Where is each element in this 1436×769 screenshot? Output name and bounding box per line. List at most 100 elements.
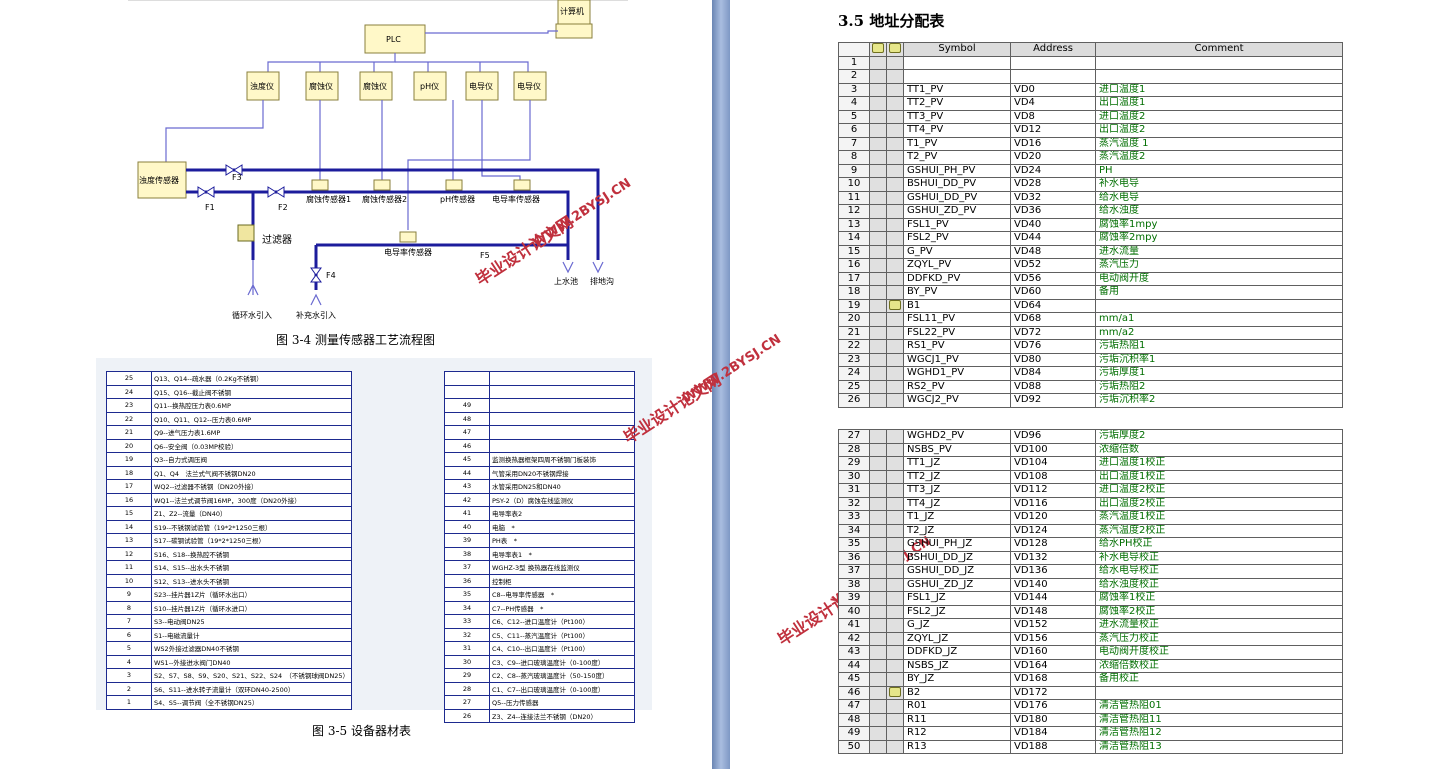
comment-cell[interactable]: 出口温度2: [1095, 123, 1343, 138]
comment-cell[interactable]: 进水流量: [1095, 244, 1343, 259]
comment-cell[interactable]: 进口温度2校正: [1095, 483, 1343, 498]
address-cell[interactable]: VD72: [1010, 325, 1096, 340]
address-cell[interactable]: VD12: [1010, 123, 1096, 138]
symbol-cell[interactable]: G_JZ: [903, 618, 1011, 633]
address-cell[interactable]: VD156: [1010, 631, 1096, 646]
address-cell[interactable]: VD64: [1010, 298, 1096, 313]
symbol-cell[interactable]: BSHUI_DD_JZ: [903, 550, 1011, 565]
comment-cell[interactable]: 备用校正: [1095, 672, 1343, 687]
column-icon-header[interactable]: [886, 42, 904, 57]
comment-cell[interactable]: 出口温度2校正: [1095, 496, 1343, 511]
symbol-cell[interactable]: TT2_PV: [903, 96, 1011, 111]
comment-cell[interactable]: 污垢热阻2: [1095, 379, 1343, 394]
symbol-cell[interactable]: ZQYL_PV: [903, 258, 1011, 273]
address-cell[interactable]: [1010, 55, 1096, 70]
comment-cell[interactable]: 清洁管热阻13: [1095, 739, 1343, 754]
comment-cell[interactable]: [1095, 298, 1343, 313]
symbol-cell[interactable]: T1_PV: [903, 136, 1011, 151]
address-cell[interactable]: VD52: [1010, 258, 1096, 273]
comment-cell[interactable]: 出口温度1校正: [1095, 469, 1343, 484]
comment-cell[interactable]: 清洁管热阻11: [1095, 712, 1343, 727]
comment-cell[interactable]: 腐蚀率2校正: [1095, 604, 1343, 619]
comment-cell[interactable]: 污垢热阻1: [1095, 339, 1343, 354]
comment-cell[interactable]: 蒸汽温度 1: [1095, 136, 1343, 151]
address-cell[interactable]: VD172: [1010, 685, 1096, 700]
symbol-cell[interactable]: TT3_JZ: [903, 483, 1011, 498]
symbol-cell[interactable]: FSL2_JZ: [903, 604, 1011, 619]
comment-cell[interactable]: 污垢沉积率1: [1095, 352, 1343, 367]
address-cell[interactable]: VD36: [1010, 204, 1096, 219]
symbol-cell[interactable]: NSBS_PV: [903, 442, 1011, 457]
address-cell[interactable]: VD116: [1010, 496, 1096, 511]
symbol-cell[interactable]: GSHUI_PH_JZ: [903, 537, 1011, 552]
comment-cell[interactable]: 补水电导校正: [1095, 550, 1343, 565]
comment-cell[interactable]: PH: [1095, 163, 1343, 178]
comment-cell[interactable]: 蒸汽温度1校正: [1095, 510, 1343, 525]
address-cell[interactable]: VD132: [1010, 550, 1096, 565]
symbol-cell[interactable]: T2_PV: [903, 150, 1011, 165]
comment-cell[interactable]: 出口温度1: [1095, 96, 1343, 111]
address-cell[interactable]: VD92: [1010, 393, 1096, 408]
address-cell[interactable]: VD76: [1010, 339, 1096, 354]
comment-column-header[interactable]: Comment: [1095, 42, 1343, 57]
symbol-cell[interactable]: DDFKD_PV: [903, 271, 1011, 286]
comment-cell[interactable]: 进水流量校正: [1095, 618, 1343, 633]
address-cell[interactable]: VD184: [1010, 726, 1096, 741]
column-icon-header[interactable]: [869, 42, 887, 57]
address-cell[interactable]: VD40: [1010, 217, 1096, 232]
address-cell[interactable]: VD108: [1010, 469, 1096, 484]
symbol-row[interactable]: 1: [838, 55, 1343, 70]
address-cell[interactable]: VD8: [1010, 109, 1096, 124]
symbol-cell[interactable]: WGCJ1_PV: [903, 352, 1011, 367]
address-cell[interactable]: VD16: [1010, 136, 1096, 151]
address-cell[interactable]: VD180: [1010, 712, 1096, 727]
address-cell[interactable]: VD120: [1010, 510, 1096, 525]
address-cell[interactable]: VD152: [1010, 618, 1096, 633]
symbol-cell[interactable]: [903, 55, 1011, 70]
address-cell[interactable]: VD20: [1010, 150, 1096, 165]
comment-cell[interactable]: 腐蚀率1校正: [1095, 591, 1343, 606]
symbol-cell[interactable]: TT1_PV: [903, 82, 1011, 97]
comment-cell[interactable]: 浓缩倍数: [1095, 442, 1343, 457]
address-cell[interactable]: VD168: [1010, 672, 1096, 687]
address-cell[interactable]: VD60: [1010, 285, 1096, 300]
comment-cell[interactable]: 进口温度1: [1095, 82, 1343, 97]
address-cell[interactable]: VD112: [1010, 483, 1096, 498]
address-cell[interactable]: VD176: [1010, 699, 1096, 714]
comment-cell[interactable]: 浓缩倍数校正: [1095, 658, 1343, 673]
symbol-cell[interactable]: DDFKD_JZ: [903, 645, 1011, 660]
address-cell[interactable]: VD56: [1010, 271, 1096, 286]
comment-cell[interactable]: 补水电导: [1095, 177, 1343, 192]
comment-cell[interactable]: 腐蚀率2mpy: [1095, 231, 1343, 246]
symbol-column-header[interactable]: Symbol: [903, 42, 1011, 57]
symbol-cell[interactable]: WGHD2_PV: [903, 429, 1011, 444]
comment-cell[interactable]: 给水浊度: [1095, 204, 1343, 219]
symbol-cell[interactable]: BY_JZ: [903, 672, 1011, 687]
symbol-cell[interactable]: R13: [903, 739, 1011, 754]
